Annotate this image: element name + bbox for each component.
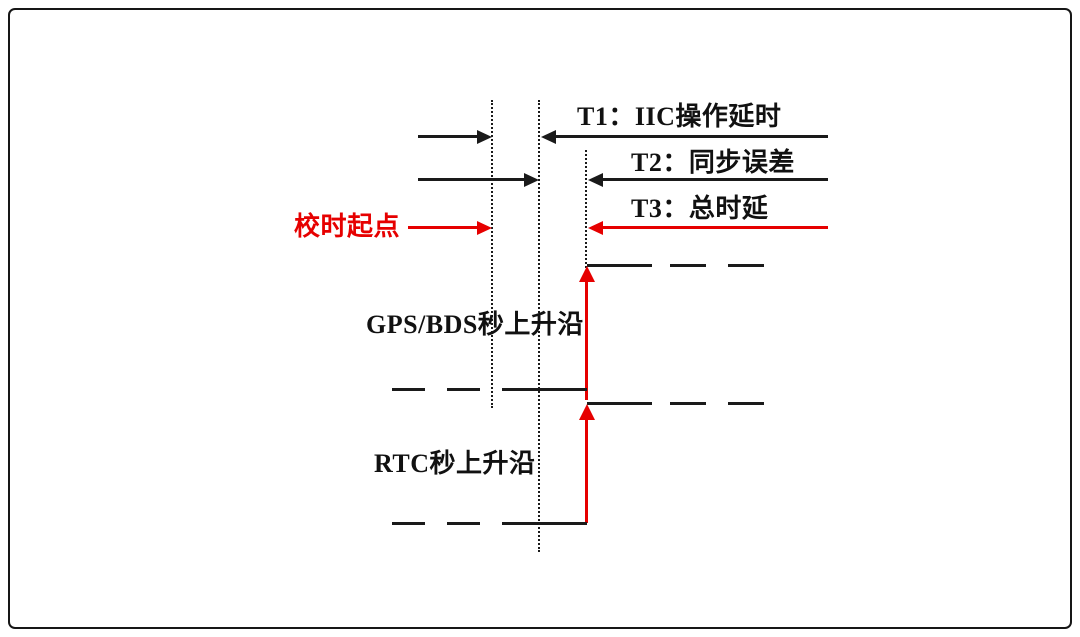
diagram-border [8,8,1072,629]
t2-label: T2：同步误差 [631,148,795,177]
ref-line-sync-edge [585,150,587,268]
calibration-start-arrowhead-icon [477,220,492,235]
rtc-high-dash-2 [728,402,764,405]
gps-low-dash-2 [447,388,480,391]
rtc-low-dash-2 [447,522,480,525]
t2-right-arrow-shaft [603,178,828,181]
t1-label: T1：IIC操作延时 [577,102,782,131]
gps-high-dash-2 [728,264,764,267]
gps-low-dash-1 [392,388,425,391]
t1-left-arrowhead-icon [541,129,556,144]
t3-right-arrow-shaft [603,226,828,229]
rtc-rising-edge-arrowhead-icon [579,404,595,420]
ref-line-iic-done [538,100,540,552]
t2-right-arrowhead-icon [524,172,539,187]
gps-low-level-line [502,388,587,391]
t1-right-arrowhead-icon [477,129,492,144]
gps-high-level-line [587,264,652,267]
calibration-start-arrow-shaft [408,226,477,229]
rtc-low-dash-1 [392,522,425,525]
rtc-rising-edge-line [585,419,588,523]
gps-rising-edge-arrowhead-icon [579,266,595,282]
rtc-high-dash-1 [670,402,706,405]
t3-label: T3：总时延 [631,194,769,223]
t2-left-arrow-shaft [418,178,525,181]
t3-left-arrowhead-icon [588,220,603,235]
ref-line-calibration-start [491,100,493,408]
calibration-start-label: 校时起点 [294,212,401,241]
t2-left-arrowhead-icon [588,172,603,187]
gps-rising-edge-line [585,281,588,400]
t1-right-arrow-shaft [556,135,828,138]
gps-high-dash-1 [670,264,706,267]
rtc-high-level-line [587,402,652,405]
t1-left-arrow-shaft [418,135,478,138]
rtc-signal-label: RTC秒上升沿 [374,449,536,478]
rtc-low-level-line [502,522,587,525]
gps-signal-label: GPS/BDS秒上升沿 [366,310,584,339]
